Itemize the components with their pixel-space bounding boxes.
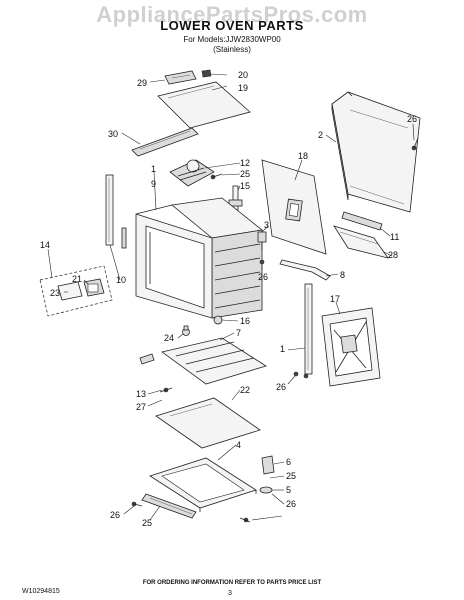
- label-part-8: 8: [340, 270, 345, 280]
- part-5-washer: [259, 486, 273, 494]
- label-part-1: 1: [280, 344, 285, 354]
- model-line: For Models:JJW2830WP00: [183, 35, 281, 44]
- part-number-labels: 29 20 19 30 12 25 15 1 9 18 2 26 11 28 3…: [40, 70, 417, 528]
- label-part-15: 15: [240, 181, 250, 191]
- label-part-2: 2: [318, 130, 323, 140]
- part-22-panel: [155, 397, 261, 449]
- part-12-fan-assembly: [169, 159, 215, 187]
- label-part-16: 16: [240, 316, 250, 326]
- label-part-26: 26: [110, 510, 120, 520]
- label-part-19: 19: [238, 83, 248, 93]
- label-part-22: 22: [240, 385, 250, 395]
- label-part-26: 26: [286, 499, 296, 509]
- label-part-20: 20: [238, 70, 248, 80]
- part-8-rod: [279, 259, 331, 281]
- part-26-screws-bottom: [131, 501, 251, 523]
- part-24-knob: [182, 325, 190, 336]
- part-20-clip: [201, 69, 212, 78]
- part-26-screws-lower: [293, 371, 309, 379]
- part-2-outer-wrap: [331, 91, 421, 213]
- part-1-side-rail: [304, 283, 313, 375]
- label-part-14: 14: [40, 240, 50, 250]
- label-part-3: 3: [264, 220, 269, 230]
- label-part-1: 1: [151, 164, 156, 174]
- label-part-25: 25: [142, 518, 152, 528]
- label-part-26: 26: [258, 272, 268, 282]
- part-18-rear-panel: [261, 159, 327, 255]
- part-14-control-group: [39, 265, 113, 317]
- label-part-27: 27: [136, 402, 146, 412]
- label-part-17: 17: [330, 294, 340, 304]
- label-part-13: 13: [136, 389, 146, 399]
- part-10-trim-strip: [105, 174, 114, 246]
- page-title: LOWER OVEN PARTS: [160, 18, 304, 33]
- page-number: 3: [228, 590, 232, 597]
- part-13-fastener: [139, 353, 173, 393]
- label-part-7: 7: [236, 328, 241, 338]
- oven-cavity: [135, 197, 263, 325]
- part-26-screw-mid: [259, 259, 265, 265]
- part-6-hinge: [261, 455, 275, 475]
- document-code: W10294815: [22, 588, 60, 595]
- model-subtitle: For Models:JJW2830WP00 (Stainless): [150, 35, 314, 55]
- label-part-26: 26: [407, 114, 417, 124]
- label-part-10: 10: [116, 275, 126, 285]
- label-part-21: 21: [72, 274, 82, 284]
- part-25-screw: [210, 173, 223, 180]
- part-17-door-panel: [321, 307, 381, 387]
- label-part-23: 23: [50, 288, 60, 298]
- part-28-rail: [333, 225, 389, 259]
- part-small-strip: [121, 227, 127, 249]
- label-part-5: 5: [286, 485, 291, 495]
- label-part-6: 6: [286, 457, 291, 467]
- part-4-bottom-pan: [149, 457, 257, 512]
- ordering-info: FOR ORDERING INFORMATION REFER TO PARTS …: [142, 580, 322, 586]
- label-part-26: 26: [276, 382, 286, 392]
- label-part-29: 29: [137, 78, 147, 88]
- label-part-12: 12: [240, 158, 250, 168]
- part-7-rack: [161, 337, 267, 385]
- finish-line: (Stainless): [213, 45, 251, 54]
- label-part-11: 11: [390, 232, 399, 242]
- part-29-bracket: [164, 70, 197, 85]
- label-part-25: 25: [240, 169, 250, 179]
- label-part-18: 18: [298, 151, 308, 161]
- part-11-rail: [341, 211, 383, 231]
- label-part-24: 24: [164, 333, 174, 343]
- watermark: AppliancePartsPros.com: [96, 2, 368, 27]
- label-part-4: 4: [236, 440, 241, 450]
- label-part-9: 9: [151, 179, 156, 189]
- part-30-vent-rail: [131, 127, 199, 157]
- leader-lines: [47, 73, 415, 521]
- part-19-top-panel: [157, 81, 251, 129]
- part-25-bottom-rail: [141, 493, 197, 519]
- label-part-25: 25: [286, 471, 296, 481]
- label-part-28: 28: [388, 250, 398, 260]
- part-26-screw-top: [411, 137, 419, 151]
- label-part-30: 30: [108, 129, 118, 139]
